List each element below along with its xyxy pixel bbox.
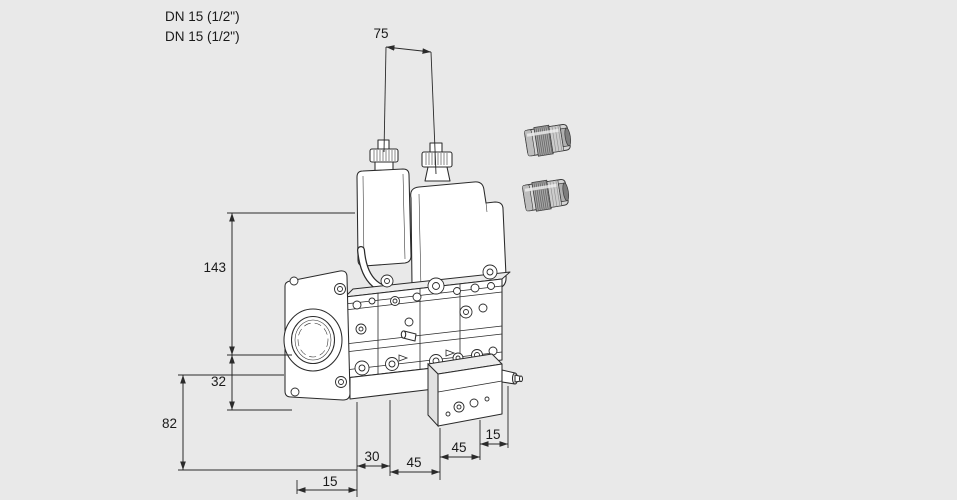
dim-15-right-label: 15	[485, 427, 500, 442]
flow-direction-arrows	[398, 349, 456, 362]
dim-15-right: 15	[480, 427, 508, 447]
dim-extension-lines	[296, 386, 509, 497]
connection-label-2: DN 15 (1/2")	[165, 29, 240, 44]
dim-75: 75	[373, 26, 437, 175]
connection-label-1: DN 15 (1/2")	[165, 9, 240, 24]
spare-coupling-top	[523, 121, 574, 159]
right-actuator-cap	[421, 151, 453, 168]
dim-15-bottom-label: 15	[322, 474, 337, 489]
dim-32: 32	[211, 355, 292, 411]
spare-coupling-bottom	[521, 176, 572, 214]
dim-45-right: 45	[440, 440, 480, 460]
valve-assembly-drawing	[283, 139, 524, 428]
pressure-regulator-block	[427, 353, 524, 428]
left-solenoid-actuator	[356, 139, 412, 295]
valve-body	[344, 271, 511, 379]
right-solenoid-actuator	[410, 142, 507, 297]
dim-75-label: 75	[373, 26, 388, 41]
inlet-flange	[283, 270, 351, 401]
terminal-screws	[380, 264, 498, 295]
dim-45-left: 45	[390, 455, 440, 475]
dim-82: 82	[162, 374, 357, 471]
dim-143: 143	[203, 212, 355, 356]
dim-15-bottom: 15	[297, 474, 357, 493]
connection-size-labels: DN 15 (1/2") DN 15 (1/2")	[165, 9, 240, 44]
regulator-front-face	[437, 363, 503, 427]
dim-30: 30	[357, 449, 390, 469]
dim-45-right-label: 45	[451, 440, 466, 455]
dim-45-left-label: 45	[406, 455, 421, 470]
dim-30-label: 30	[364, 449, 379, 464]
dim-82-label: 82	[162, 416, 177, 431]
dim-32-label: 32	[211, 374, 226, 389]
dim-143-label: 143	[203, 260, 226, 275]
